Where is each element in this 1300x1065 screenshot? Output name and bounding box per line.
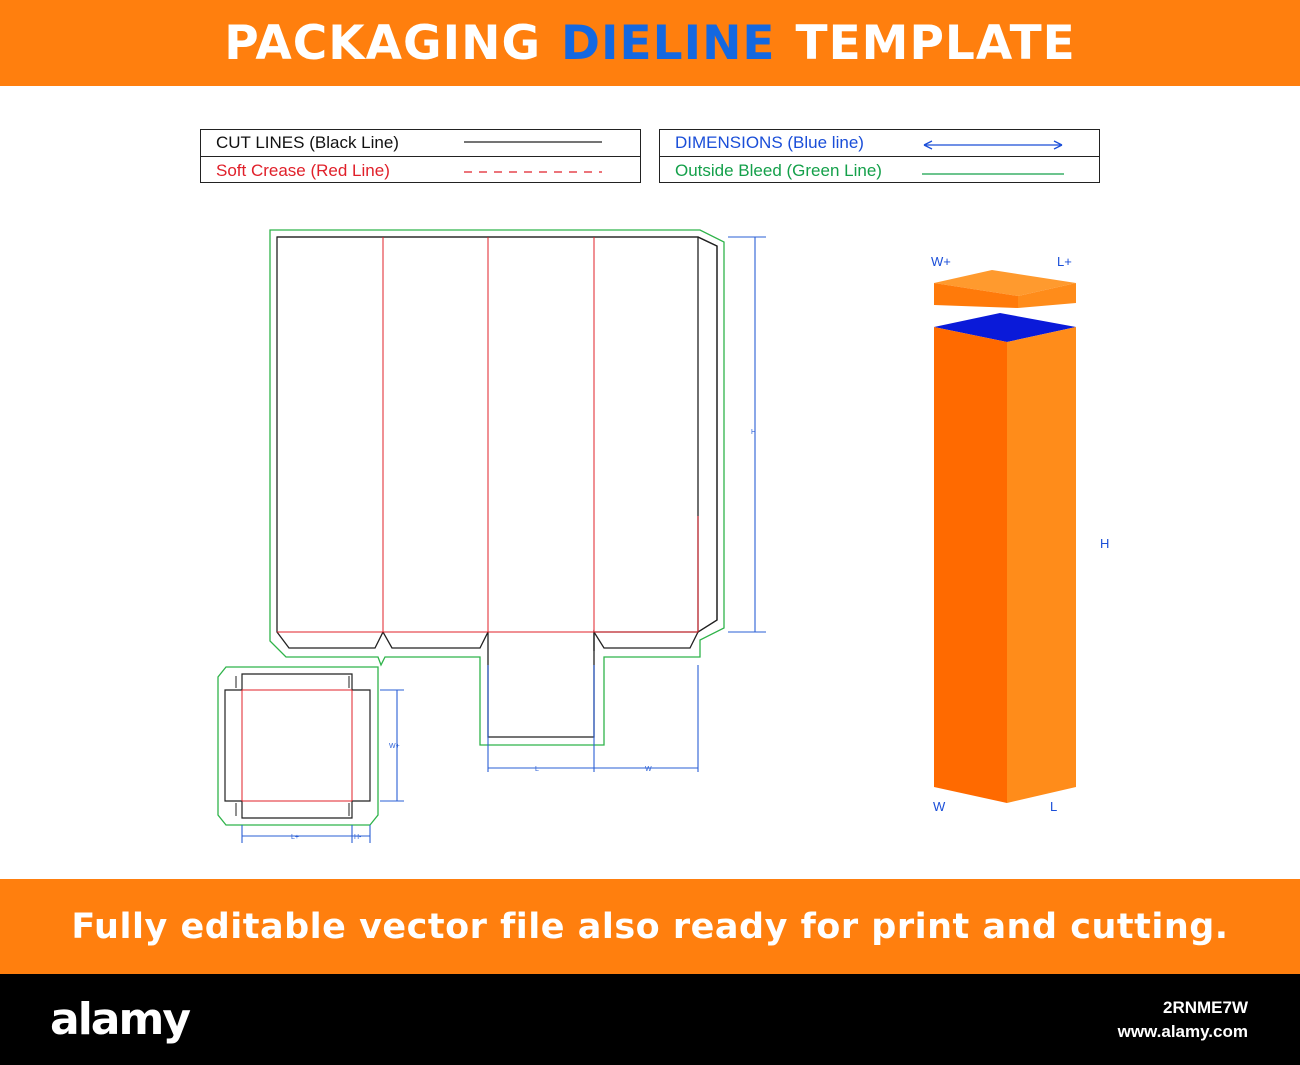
dimension-lines-lid: [241, 689, 404, 843]
box-lid-3d: [934, 270, 1076, 308]
box-3d-illustration: W+ L+ H W L: [931, 254, 1109, 814]
dim-label-lid-w: W+: [389, 743, 400, 750]
legend-bleed-label: Outside Bleed (Green Line): [675, 160, 882, 180]
dim-label-lid-h: H-: [354, 834, 362, 841]
dimension-lines-main: [487, 236, 766, 772]
title-template: TEMPLATE: [795, 15, 1076, 71]
box-body-3d: [934, 313, 1076, 803]
footer-bar: alamy 2RNME7W www.alamy.com: [0, 974, 1300, 1065]
bottom-banner-text: Fully editable vector file also ready fo…: [71, 906, 1229, 947]
box-label-lid-w: W+: [931, 254, 951, 269]
box-label-w: W: [933, 799, 946, 814]
bottom-banner: Fully editable vector file also ready fo…: [0, 879, 1300, 974]
alamy-logo: alamy: [50, 994, 191, 1045]
bleed-outline-main: [269, 229, 725, 746]
crease-lines: [277, 237, 699, 633]
legend-cut-sample: [464, 141, 602, 143]
dim-label-l: L: [535, 766, 539, 773]
cut-outline-lid: [224, 673, 371, 819]
title-dieline: DIELINE: [561, 15, 776, 71]
dieline-canvas: H L W W+ L+ H-: [217, 229, 1109, 843]
legend-row-crease: Soft Crease (Red Line): [201, 157, 640, 184]
legend-dimensions-label: DIMENSIONS (Blue line): [675, 133, 864, 152]
box-label-l: L: [1050, 799, 1057, 814]
legend-crease-sample: [464, 171, 602, 173]
dim-label-h: H: [751, 429, 756, 436]
legend-row-bleed: Outside Bleed (Green Line): [660, 157, 1099, 184]
legend-right: DIMENSIONS (Blue line) Outside Bleed (Gr…: [659, 129, 1100, 183]
title-banner: PACKAGING DIELINE TEMPLATE: [0, 0, 1300, 86]
cut-outline-main: [277, 236, 718, 651]
legend-cut-label: CUT LINES (Black Line): [216, 133, 399, 152]
box-dieline: H L W: [269, 229, 766, 773]
legend-dimensions-sample: [923, 140, 1063, 150]
dim-label-lid-l: L+: [291, 834, 299, 841]
dim-label-w: W: [645, 766, 652, 773]
title-packaging: PACKAGING: [224, 15, 542, 71]
lid-crease-lines: [241, 689, 353, 802]
legend-crease-label: Soft Crease (Red Line): [216, 160, 390, 180]
lid-corner-folds: [235, 676, 350, 816]
box-label-lid-l: L+: [1057, 254, 1072, 269]
lid-dieline: W+ L+ H-: [217, 666, 404, 843]
stock-url: www.alamy.com: [1117, 1022, 1248, 1041]
legend-bleed-sample: [922, 173, 1064, 175]
box-label-h: H: [1100, 536, 1109, 551]
legend-row-dimensions: DIMENSIONS (Blue line): [660, 130, 1099, 157]
stock-image-id: 2RNME7W: [1162, 998, 1248, 1017]
bleed-outline-lid: [217, 666, 379, 826]
legend-row-cut: CUT LINES (Black Line): [201, 130, 640, 157]
legend-left: CUT LINES (Black Line) Soft Crease (Red …: [200, 129, 641, 183]
cut-panels: [276, 236, 718, 738]
